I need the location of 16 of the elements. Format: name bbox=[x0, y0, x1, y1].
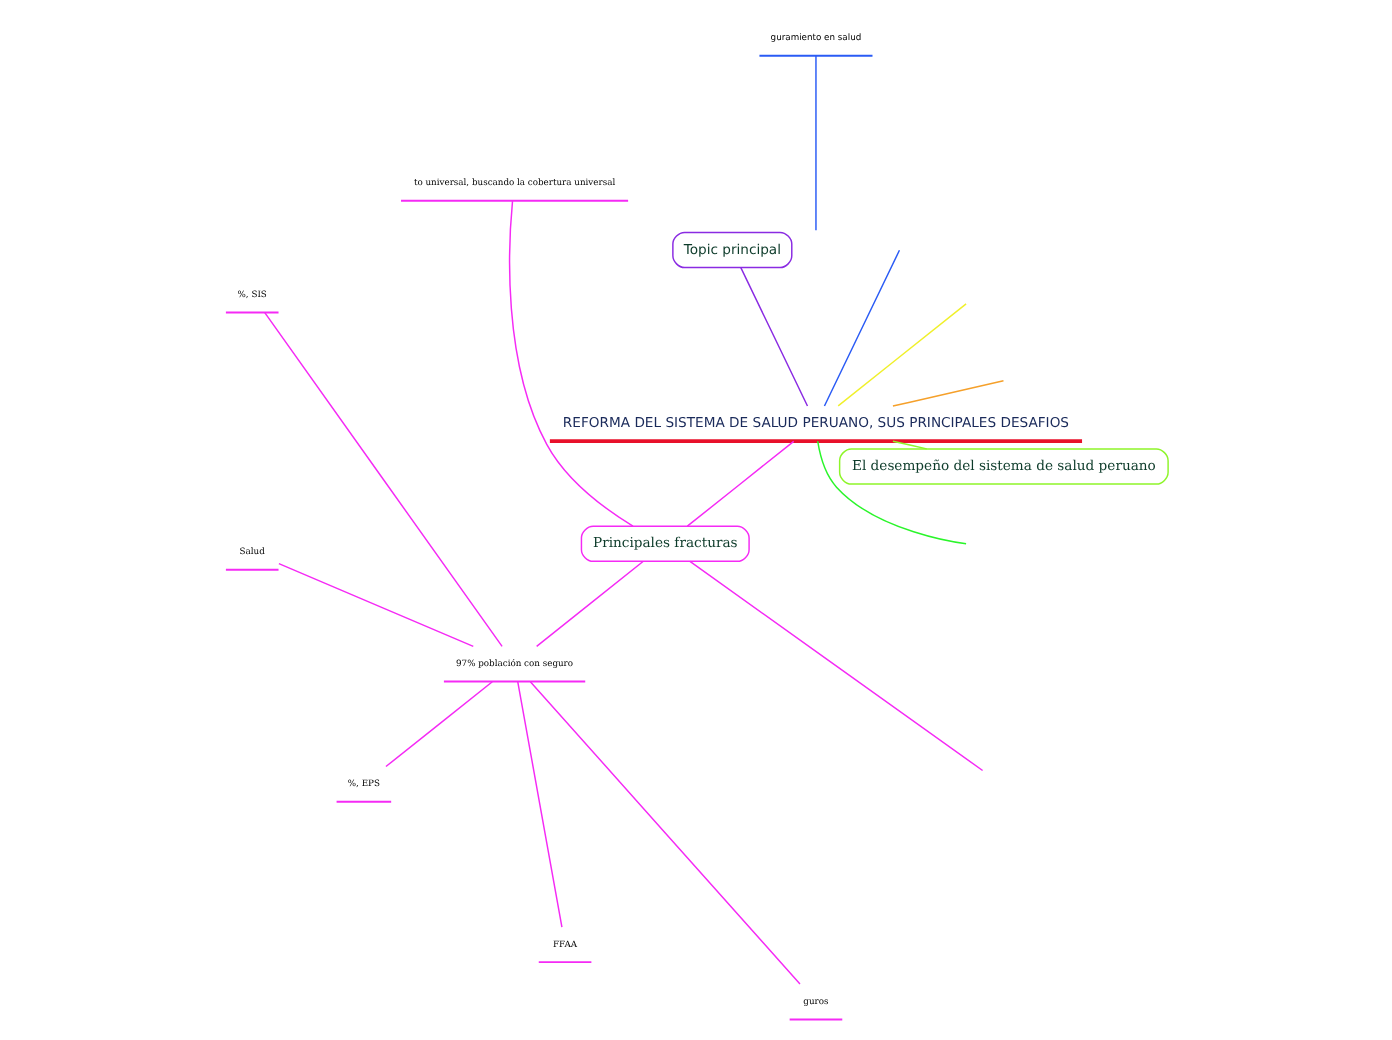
connector bbox=[685, 440, 794, 527]
connector bbox=[516, 680, 562, 928]
connector bbox=[891, 440, 927, 450]
connector bbox=[688, 560, 983, 772]
connector bbox=[814, 55, 816, 232]
connector bbox=[815, 440, 966, 545]
connector bbox=[739, 266, 808, 407]
connector bbox=[822, 249, 900, 407]
connector bbox=[384, 681, 493, 768]
connector bbox=[534, 560, 643, 648]
connector bbox=[528, 680, 800, 985]
connector bbox=[507, 200, 633, 527]
connector bbox=[836, 303, 966, 407]
connector bbox=[263, 311, 502, 648]
connector bbox=[891, 380, 1004, 407]
connector bbox=[277, 562, 473, 648]
